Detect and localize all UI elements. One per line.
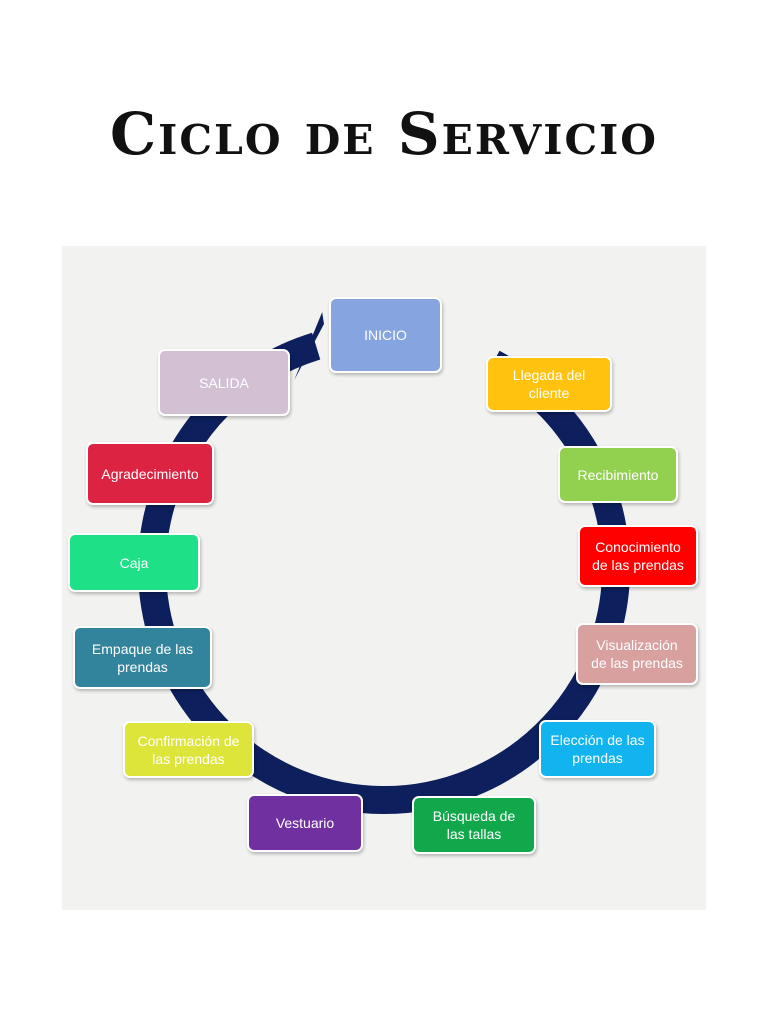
- step-eleccion-de-las-prendas: Elección de las prendas: [539, 720, 656, 778]
- step-llegada-del-cliente: Llegada del cliente: [486, 356, 612, 412]
- step-visualizacion-de-las-prendas: Visualización de las prendas: [576, 623, 698, 685]
- page-title: Ciclo de Servicio: [110, 100, 658, 168]
- step-confirmacion-de-las-prendas: Confirmación de las prendas: [123, 721, 254, 778]
- step-inicio: INICIO: [329, 297, 442, 373]
- step-recibimiento: Recibimiento: [558, 446, 678, 503]
- step-vestuario: Vestuario: [247, 794, 363, 852]
- service-cycle-diagram: INICIO Llegada del cliente Recibimiento …: [62, 246, 706, 910]
- step-caja: Caja: [68, 533, 200, 592]
- step-agradecimiento: Agradecimiento: [86, 442, 214, 505]
- cycle-arrow-head: [294, 312, 324, 381]
- step-conocimiento-de-las-prendas: Conocimiento de las prendas: [578, 525, 698, 587]
- step-empaque-de-las-prendas: Empaque de las prendas: [73, 626, 212, 689]
- step-busqueda-de-las-tallas: Búsqueda de las tallas: [412, 796, 536, 854]
- step-salida: SALIDA: [158, 349, 290, 416]
